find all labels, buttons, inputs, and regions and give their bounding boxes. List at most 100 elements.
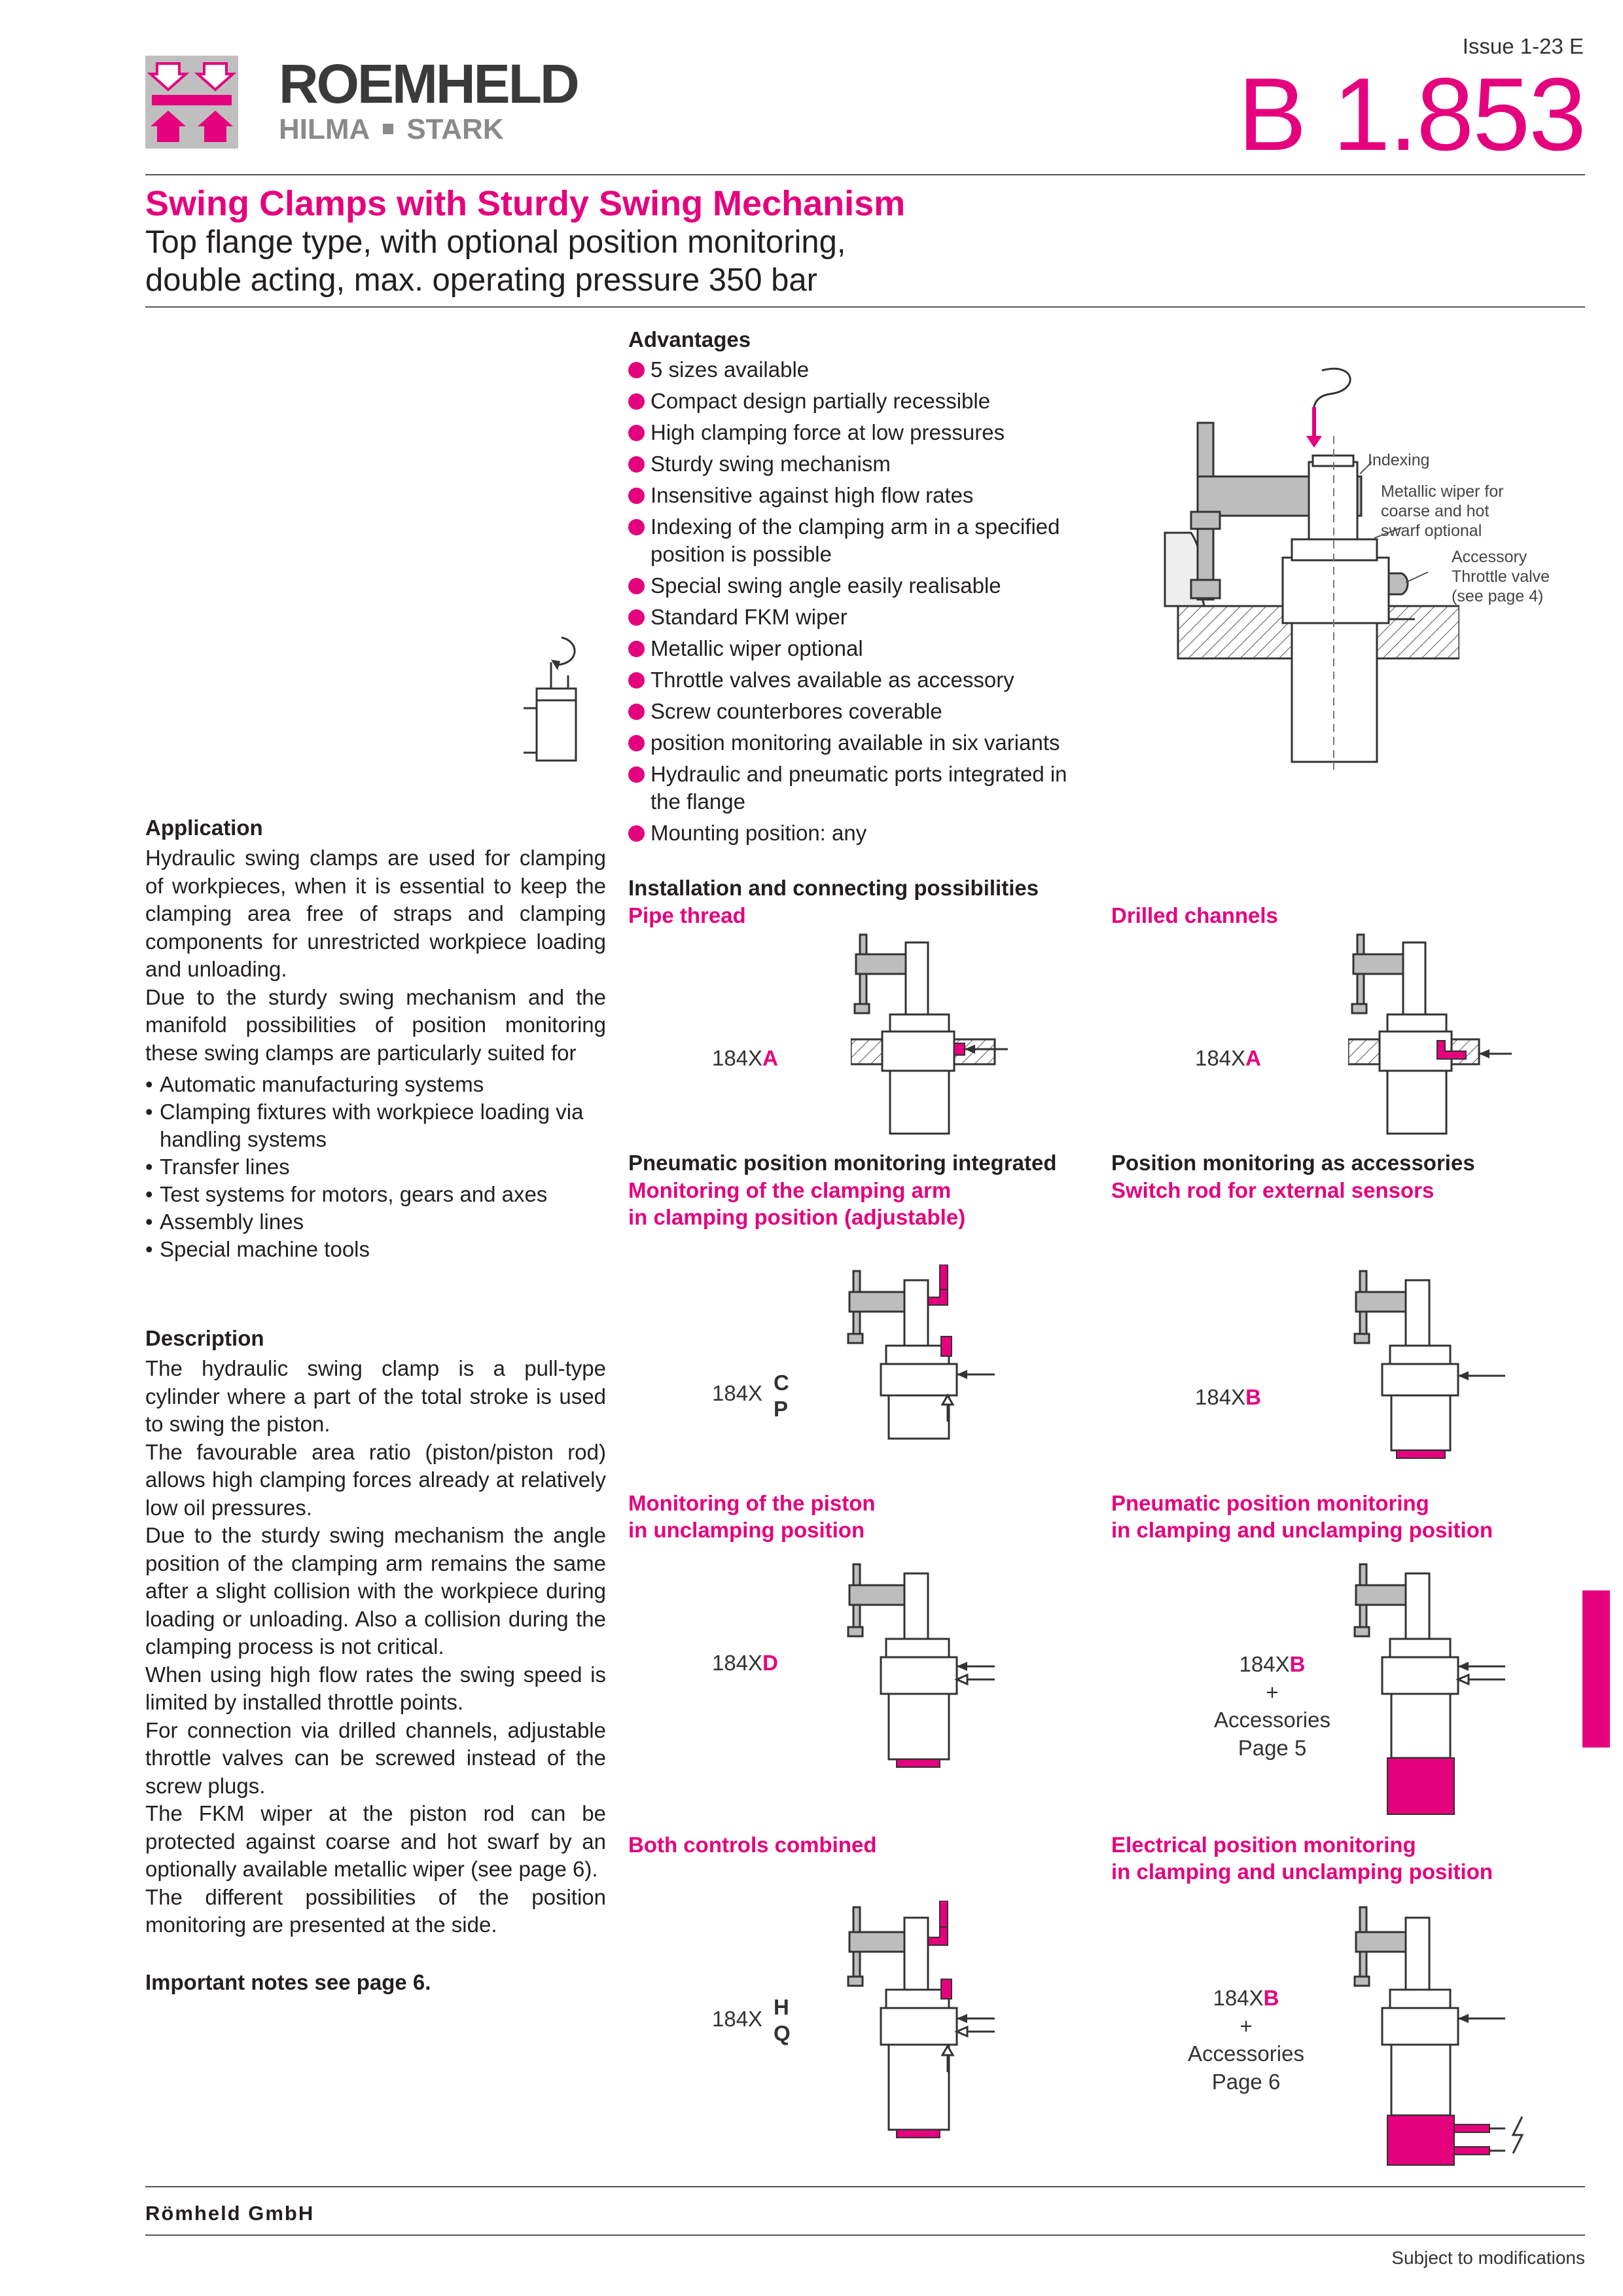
electrical-monitoring-clamp-diagram — [1353, 1906, 1524, 2166]
application-text: Hydraulic swing clamps are used for clam… — [145, 844, 606, 1067]
list-item: Standard FKM wiper — [628, 603, 1099, 631]
description-paragraph: The hydraulic swing clamp is a pull-type… — [145, 1356, 606, 1436]
bullet-dot-icon — [628, 425, 645, 441]
code-184xh: 184X — [712, 2007, 763, 2031]
advantages-heading: Advantages — [628, 327, 751, 351]
accessories-heading: Position monitoring as accessories — [1111, 1151, 1475, 1175]
code-184xa-drilled: 184XA — [1195, 1046, 1261, 1070]
code-suffix-p: P — [774, 1397, 789, 1421]
piston-monitoring-diagram — [847, 1563, 995, 1768]
list-item: Throttle valves available as accessory — [628, 666, 1099, 694]
title-divider — [145, 306, 1585, 308]
code-184xb-electrical: 184XB + Accessories Page 6 — [1188, 1986, 1304, 2094]
list-item: Clamping fixtures with workpiece loading… — [145, 1098, 616, 1153]
application-list: Automatic manufacturing systems Clamping… — [145, 1071, 616, 1263]
electrical-monitoring-label: Electrical position monitoring in clampi… — [1111, 1833, 1493, 1884]
description-heading: Description — [145, 1326, 264, 1350]
header-divider — [145, 174, 1585, 175]
footer-divider-top — [145, 2186, 1585, 2187]
description-paragraph: The different possibilities of the posit… — [145, 1884, 606, 1937]
combined-controls-diagram — [847, 1901, 995, 2138]
bullet-dot-icon — [628, 578, 645, 594]
footer-divider-bottom — [145, 2234, 1585, 2236]
pneumatic-accessory-clamp-diagram — [1353, 1563, 1505, 1815]
bullet-dot-icon — [628, 362, 645, 378]
code-suffix-c: C — [774, 1371, 789, 1395]
list-item: Indexing of the clamping arm in a specif… — [628, 513, 1099, 568]
list-item: Assembly lines — [145, 1208, 616, 1236]
square-separator-icon — [383, 124, 394, 135]
callout-throttle-valve: Accessory Throttle valve (see page 4) — [1452, 548, 1550, 605]
list-item: Special swing angle easily realisable — [628, 572, 1099, 600]
code-suffix-h: H — [774, 1995, 789, 2019]
list-item: Special machine tools — [145, 1236, 616, 1263]
list-item: Compact design partially recessible — [628, 387, 1099, 415]
pneumatic-clamp-unclamp-label: Pneumatic position monitoring in clampin… — [1111, 1491, 1493, 1543]
subbrand-hilma: HILMA — [279, 113, 370, 145]
pipe-thread-clamp-diagram — [851, 933, 1008, 1135]
bullet-dot-icon — [628, 609, 645, 626]
code-184xc: 184X — [712, 1381, 763, 1405]
piston-monitoring-label: Monitoring of the piston in unclamping p… — [628, 1491, 876, 1543]
both-controls-label: Both controls combined — [628, 1833, 877, 1857]
important-notes: Important notes see page 6. — [145, 1970, 431, 1994]
description-paragraph: The FKM wiper at the piston rod can be p… — [145, 1801, 606, 1881]
bullet-dot-icon — [628, 735, 645, 751]
page-title: Swing Clamps with Sturdy Swing Mechanism — [145, 184, 906, 223]
list-item: Hydraulic and pneumatic ports integrated… — [628, 761, 1099, 816]
description-text: The hydraulic swing clamp is a pull-type… — [145, 1355, 606, 1939]
bullet-dot-icon — [628, 704, 645, 720]
list-item: 5 sizes available — [628, 356, 1099, 384]
lightning-bolt-icon — [1511, 2116, 1524, 2154]
footer-company: Römheld GmbH — [145, 2202, 315, 2225]
list-item: Sturdy swing mechanism — [628, 450, 1099, 478]
callout-indexing: Indexing — [1368, 451, 1430, 469]
application-paragraph-2: Due to the sturdy swing mechanism and th… — [145, 984, 606, 1065]
bullet-dot-icon — [628, 672, 645, 689]
description-paragraph: The favourable area ratio (piston/piston… — [145, 1439, 606, 1520]
application-paragraph-1: Hydraulic swing clamps are used for clam… — [145, 846, 606, 981]
swing-clamp-cross-section-diagram — [1164, 367, 1459, 770]
section-tab-marker — [1582, 1590, 1610, 1748]
installation-heading: Installation and connecting possibilitie… — [628, 876, 1039, 900]
switch-rod-label: Switch rod for external sensors — [1111, 1178, 1435, 1202]
brand-name: ROEMHELD — [279, 53, 580, 115]
advantages-list: 5 sizes available Compact design partial… — [628, 356, 1099, 851]
clamp-arrows-logo-icon — [147, 62, 237, 142]
code-184xb-switch: 184XB — [1195, 1385, 1261, 1409]
list-item: High clamping force at low pressures — [628, 419, 1099, 446]
callout-metallic-wiper: Metallic wiper for coarse and hot swarf … — [1381, 482, 1504, 540]
code-suffix-q: Q — [774, 2021, 791, 2045]
switch-rod-clamp-diagram — [1353, 1270, 1505, 1459]
top-flange — [1281, 556, 1390, 624]
document-number: B 1.853 — [1238, 57, 1586, 172]
drilled-channels-clamp-diagram — [1348, 933, 1512, 1135]
bullet-dot-icon — [628, 393, 645, 410]
bullet-dot-icon — [628, 519, 645, 535]
bullet-dot-icon — [628, 488, 645, 504]
clamping-arm-monitoring-label: Monitoring of the clamping arm in clampi… — [628, 1178, 966, 1230]
description-paragraph: For connection via drilled channels, adj… — [145, 1717, 606, 1798]
bullet-dot-icon — [628, 825, 645, 842]
bullet-dot-icon — [628, 456, 645, 473]
page-subtitle: Top flange type, with optional position … — [145, 224, 846, 300]
throttle-valve — [1387, 572, 1409, 596]
footer-note: Subject to modifications — [1391, 2248, 1585, 2268]
issue-label: Issue 1-23 E — [1462, 34, 1584, 58]
bullet-dot-icon — [628, 766, 645, 783]
hydraulic-symbol-icon — [524, 636, 577, 762]
code-184xa-pipe: 184XA — [712, 1046, 778, 1070]
list-item: Mounting position: any — [628, 819, 1099, 847]
list-item: Metallic wiper optional — [628, 635, 1099, 662]
list-item: position monitoring available in six var… — [628, 729, 1099, 757]
description-paragraph: Due to the sturdy swing mechanism the an… — [145, 1523, 606, 1659]
list-item: Screw counterbores coverable — [628, 698, 1099, 725]
list-item: Automatic manufacturing systems — [145, 1071, 616, 1098]
swing-arrow-icon — [1312, 367, 1351, 417]
description-paragraph: When using high flow rates the swing spe… — [145, 1662, 606, 1715]
list-item: Insensitive against high flow rates — [628, 482, 1099, 509]
list-item: Test systems for motors, gears and axes — [145, 1181, 616, 1208]
pneumatic-integrated-heading: Pneumatic position monitoring integrated — [628, 1151, 1057, 1175]
subtitle-line-2: double acting, max. operating pressure 3… — [145, 262, 817, 298]
